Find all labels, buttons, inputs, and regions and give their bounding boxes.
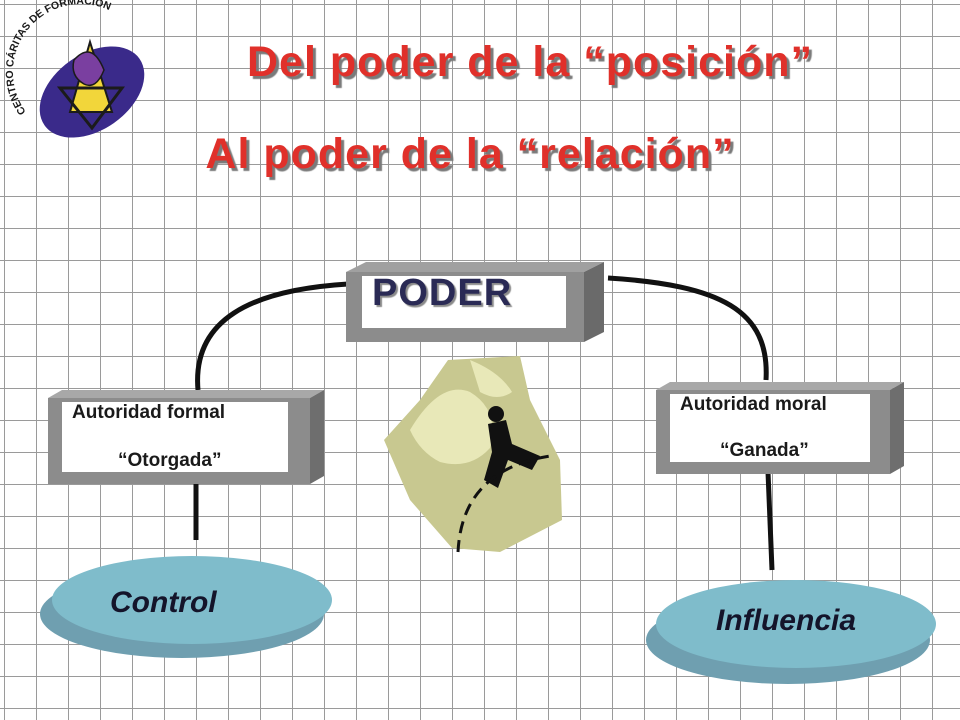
authority-moral-label: Autoridad moral <box>680 394 827 415</box>
right-connector-arc <box>607 275 769 381</box>
authority-moral-sub: “Ganada” <box>720 440 809 461</box>
poder-box <box>346 262 604 342</box>
control-ellipse <box>40 556 332 658</box>
influencia-label: Influencia <box>716 604 857 637</box>
right-connector-line <box>765 471 775 571</box>
poder-label: PODER <box>372 272 513 314</box>
authority-formal-sub: “Otorgada” <box>118 450 222 471</box>
title-line-1: Del poder de la “posición” <box>247 38 813 86</box>
authority-formal-box <box>48 390 324 484</box>
authority-moral-box <box>656 382 904 474</box>
control-label: Control <box>110 586 217 619</box>
running-figure-clipart-icon <box>384 356 562 553</box>
title-line-2: Al poder de la “relación” <box>205 130 735 178</box>
left-connector-arc <box>195 281 349 391</box>
influencia-ellipse <box>646 580 936 684</box>
authority-formal-label: Autoridad formal <box>72 402 226 423</box>
